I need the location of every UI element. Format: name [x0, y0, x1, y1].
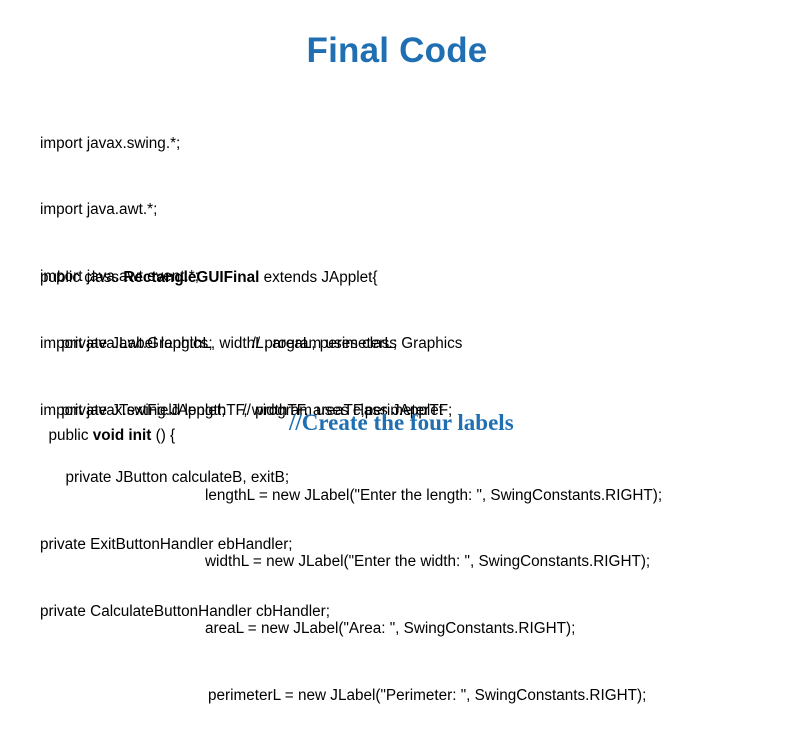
import-line-5-comment: // program uses class JApplet [242, 402, 443, 420]
label-statements-block: lengthL = new JLabel("Enter the length: … [205, 440, 785, 752]
init-method-block: public void init () { [40, 380, 760, 491]
import-statements-block: import javax.swing.*; import java.awt.*;… [40, 88, 760, 467]
import-line-4-comment: // program uses class Graphics [251, 335, 463, 353]
field-declaration-jbutton: private JButton calculateB, exitB; [40, 469, 290, 487]
init-method-prefix: public [40, 426, 93, 444]
class-name: RectangleGUIFinal [123, 268, 260, 286]
init-method-suffix: () { [151, 426, 176, 444]
section-comment: //Create the four labels [289, 410, 514, 435]
class-declaration-suffix: extends JApplet{ [259, 268, 378, 286]
label-statement-width: widthL = new JLabel("Enter the width: ",… [205, 553, 651, 571]
init-method-keyword: void init [92, 426, 152, 444]
import-line-2: import java.awt.*; [40, 201, 158, 219]
slide-canvas: Final Code import javax.swing.*; import … [40, 31, 760, 705]
label-statement-area: areaL = new JLabel("Area: ", SwingConsta… [205, 620, 576, 638]
page-title: Final Code [306, 31, 488, 70]
import-line-3: import java.awt.event.*; [40, 268, 199, 286]
init-method-signature: public void init () { [40, 425, 760, 447]
import-line-5: import javax.swing.JApplet; // program us… [40, 400, 760, 422]
label-statement-length: lengthL = new JLabel("Enter the length: … [205, 486, 663, 504]
field-declaration-exit-handler: private ExitButtonHandler ebHandler; [40, 536, 293, 554]
import-line-1: import javax.swing.*; [40, 134, 181, 152]
class-declaration-line: public class RectangleGUIFinal extends J… [40, 267, 760, 289]
field-declaration-jtextfield: private JTextField lengthTF, widthTF, ar… [40, 402, 453, 420]
import-line-5-code: import javax.swing.JApplet; [40, 402, 226, 420]
field-declaration-jlabel: private JLabel lengthL, widthL, areaL, p… [40, 335, 398, 353]
label-statement-perimeter: perimeterL = new JLabel("Perimeter: ", S… [208, 687, 647, 705]
import-line-4-code: import java.awt.Graphics; [40, 335, 213, 353]
class-declaration-prefix: public class [40, 268, 124, 286]
import-line-4: import java.awt.Graphics; // program uses… [40, 333, 760, 355]
